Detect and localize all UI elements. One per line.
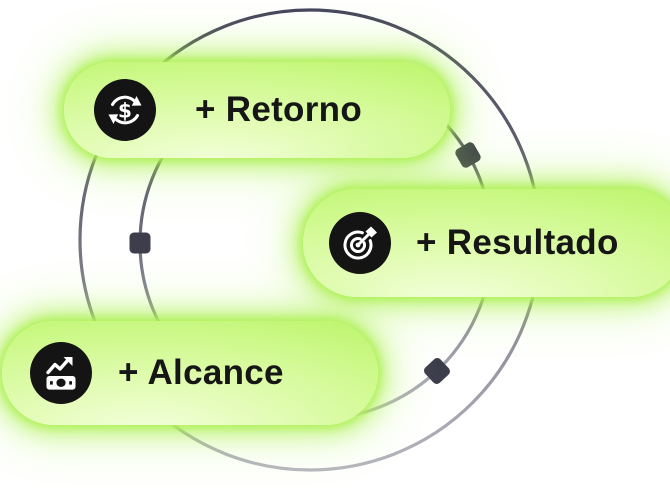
orbit-node-bottom — [424, 358, 450, 384]
money-growth-icon — [30, 342, 92, 404]
pill-retorno-label: + Retorno — [195, 89, 363, 129]
pill-alcance-label: + Alcance — [118, 352, 284, 392]
svg-text:$: $ — [118, 99, 132, 123]
orbit-node-left — [129, 232, 151, 254]
pill-resultado-label: + Resultado — [416, 222, 619, 262]
target-goal-icon — [329, 212, 391, 274]
pill-resultado: + Resultado — [303, 189, 670, 297]
orbit-node-top-right — [455, 142, 481, 168]
currency-cycle-icon: $ — [94, 79, 156, 141]
pill-retorno: $ + Retorno — [64, 62, 450, 158]
pill-alcance: + Alcance — [2, 321, 378, 425]
